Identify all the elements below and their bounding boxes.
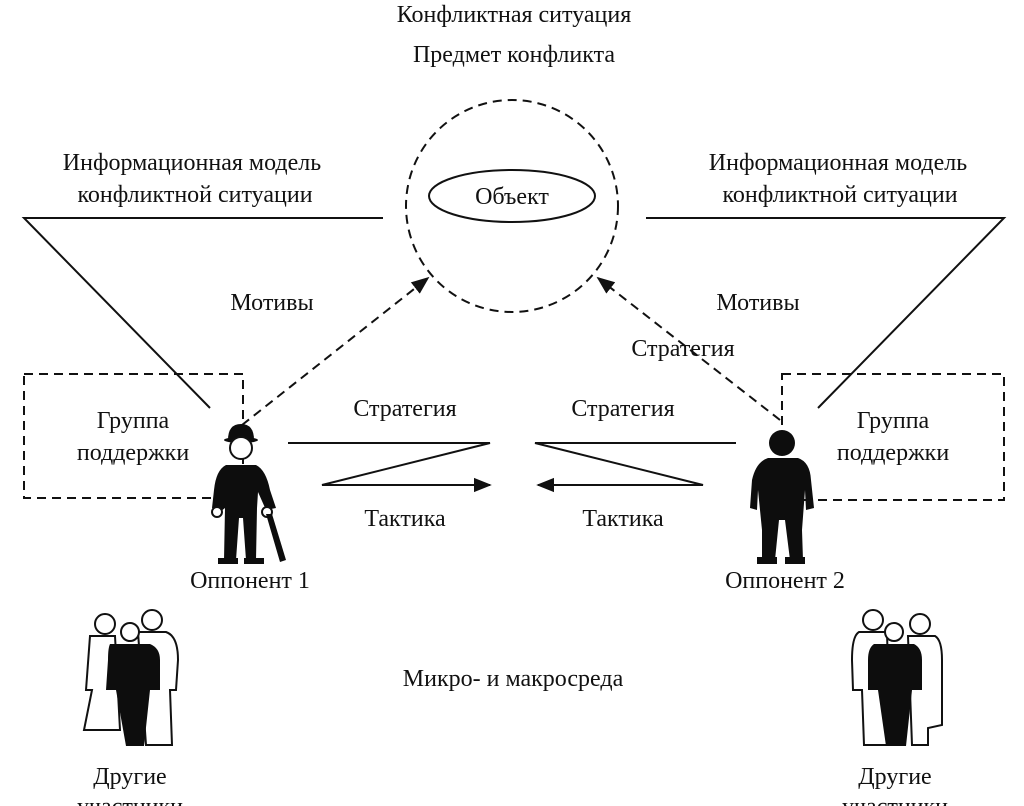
man-silhouette-icon	[750, 430, 814, 564]
strategy-right-label: Стратегия	[571, 396, 674, 422]
info-model-left-line2: конфликтной ситуации	[77, 182, 312, 208]
info-model-right-line1: Информационная модель	[709, 150, 967, 176]
support-group-left-line2: поддержки	[77, 440, 189, 466]
strategy-tactics-arrow-left	[288, 442, 492, 493]
group-of-people-icon	[850, 609, 943, 746]
subject-of-conflict-label: Предмет конфликта	[413, 42, 615, 68]
support-group-left-box	[23, 373, 244, 499]
opponent-2-label: Оппонент 2	[725, 568, 845, 594]
info-model-left-line1: Информационная модель	[63, 150, 321, 176]
subject-circle	[405, 99, 619, 313]
motives-arrow-left	[241, 276, 430, 426]
others-right-line2: участники	[842, 794, 948, 806]
object-label: Объект	[475, 184, 549, 210]
tactics-right-label: Тактика	[582, 506, 664, 532]
others-right-line1: Другие	[858, 764, 931, 790]
man-with-bowler-hat-and-umbrella-icon	[211, 424, 286, 564]
tactics-left-label: Тактика	[364, 506, 446, 532]
object-ellipse	[428, 169, 596, 223]
opponent-1-label: Оппонент 1	[190, 568, 310, 594]
title-conflict-situation: Конфликтная ситуация	[397, 2, 632, 28]
group-of-people-icon	[82, 609, 180, 746]
strategy-left-label: Стратегия	[353, 396, 456, 422]
info-model-right-connector	[646, 217, 1007, 409]
support-group-right-line1: Группа	[857, 408, 930, 434]
others-left-line1: Другие	[93, 764, 166, 790]
motives-arrow-right	[596, 276, 781, 421]
info-model-left-connector	[21, 217, 383, 409]
support-group-right-box	[781, 373, 1005, 501]
strategy-tactics-arrow-right	[534, 442, 736, 493]
motives-left-label: Мотивы	[230, 290, 313, 316]
motives-right-label: Мотивы	[716, 290, 799, 316]
strategy-diagonal-label: Стратегия	[631, 336, 734, 362]
environment-label: Микро- и макросреда	[403, 666, 624, 692]
info-model-right-line2: конфликтной ситуации	[722, 182, 957, 208]
others-left-line2: участники	[77, 794, 183, 806]
support-group-right-line2: поддержки	[837, 440, 949, 466]
support-group-left-line1: Группа	[97, 408, 170, 434]
